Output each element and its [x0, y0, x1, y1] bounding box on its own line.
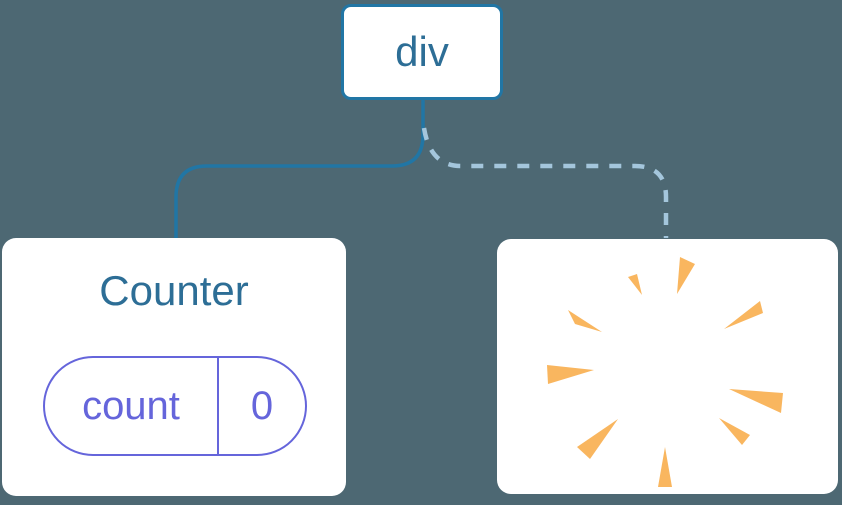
poof-ray-left — [547, 365, 594, 384]
poof-ray-upper-right — [724, 301, 763, 329]
root-node-div: div — [341, 4, 503, 100]
poof-ray-right — [729, 389, 783, 413]
poof-ray-top — [677, 257, 695, 294]
state-value-cell: 0 — [219, 358, 305, 454]
state-key-label: count — [82, 383, 180, 428]
solid-connector-div-to-counter — [174, 99, 425, 240]
state-pill: count 0 — [43, 356, 307, 456]
dashed-connector-div-to-removed — [421, 127, 669, 238]
counter-node-title: Counter — [99, 267, 249, 314]
poof-ray-lower-left — [577, 419, 618, 459]
removed-component-node — [497, 239, 838, 494]
state-key-cell: count — [45, 358, 219, 454]
poof-ray-lower-right — [719, 418, 750, 445]
counter-node: Counter count 0 — [2, 238, 346, 496]
state-value-label: 0 — [250, 383, 274, 428]
poof-ray-upper-left — [568, 310, 602, 332]
root-node-label: div — [395, 28, 449, 75]
poof-ray-bottom — [658, 447, 672, 487]
poof-burst-icon — [547, 257, 783, 487]
poof-ray-top-small — [628, 274, 642, 295]
